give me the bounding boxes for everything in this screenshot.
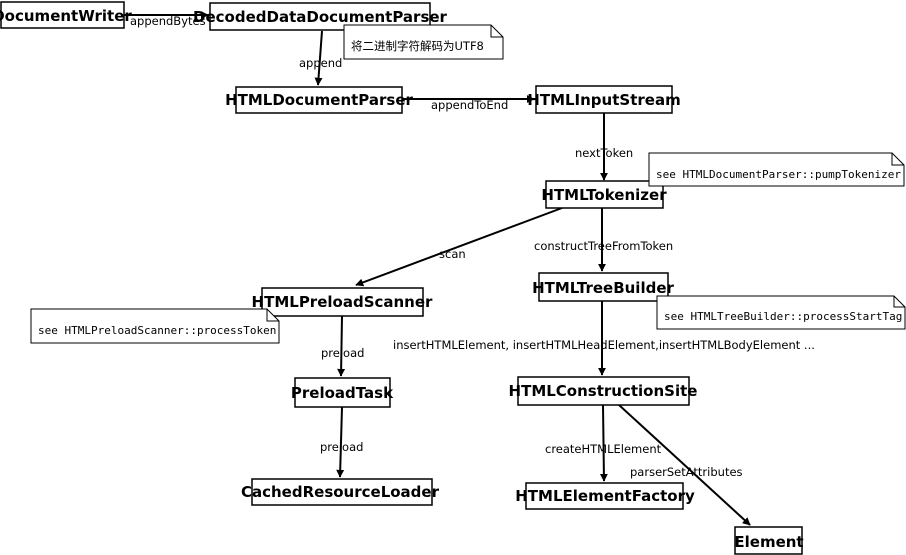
edge-parser-set-attributes: parserSetAttributes bbox=[618, 404, 751, 526]
node-html-preload-scanner: HTMLPreloadScanner bbox=[252, 287, 433, 317]
edge-append-to-end: appendToEnd bbox=[402, 95, 535, 112]
svg-text:DocumentWriter: DocumentWriter bbox=[0, 7, 132, 25]
node-html-input-stream: HTMLInputStream bbox=[527, 85, 681, 114]
node-cached-resource-loader: CachedResourceLoader bbox=[241, 478, 440, 506]
node-html-document-parser: HTMLDocumentParser bbox=[225, 86, 414, 114]
edge-label-create-html-element: createHTMLElement bbox=[545, 442, 662, 456]
edge-preload-1: preload bbox=[321, 315, 364, 377]
svg-text:CachedResourceLoader: CachedResourceLoader bbox=[241, 483, 440, 501]
note-pump-tokenizer: see HTMLDocumentParser::pumpTokenizer bbox=[648, 152, 905, 187]
svg-text:HTMLInputStream: HTMLInputStream bbox=[527, 91, 680, 109]
svg-text:HTMLDocumentParser: HTMLDocumentParser bbox=[225, 91, 413, 109]
edge-label-append-to-end: appendToEnd bbox=[431, 98, 508, 112]
svg-text:HTMLElementFactory: HTMLElementFactory bbox=[515, 487, 695, 505]
node-html-tree-builder: HTMLTreeBuilder bbox=[532, 272, 675, 302]
svg-text:HTMLTokenizer: HTMLTokenizer bbox=[541, 186, 667, 204]
note-decode-utf8: 将二进制字符解码为UTF8 bbox=[343, 24, 504, 60]
edge-label-insert-html-element: insertHTMLElement, insertHTMLHeadElement… bbox=[393, 338, 815, 352]
edge-label-scan: scan bbox=[439, 247, 466, 261]
svg-text:HTMLTreeBuilder: HTMLTreeBuilder bbox=[532, 279, 674, 297]
note-process-start-tag: see HTMLTreeBuilder::processStartTag bbox=[656, 295, 906, 330]
edge-label-preload-2: preload bbox=[320, 440, 363, 454]
edge-append: append bbox=[299, 30, 342, 86]
svg-text:DecodedDataDocumentParser: DecodedDataDocumentParser bbox=[193, 8, 448, 26]
edge-construct-tree-from-token: constructTreeFromToken bbox=[534, 208, 673, 272]
svg-text:see HTMLDocumentParser::pumpTo: see HTMLDocumentParser::pumpTokenizer bbox=[656, 168, 901, 181]
edge-label-append: append bbox=[299, 56, 342, 70]
node-document-writer: DocumentWriter bbox=[0, 1, 132, 29]
note-process-token: see HTMLPreloadScanner::processToken bbox=[30, 308, 280, 344]
node-html-tokenizer: HTMLTokenizer bbox=[541, 180, 667, 209]
edge-label-next-token: nextToken bbox=[575, 146, 633, 160]
node-html-construction-site: HTMLConstructionSite bbox=[509, 376, 698, 406]
edge-preload-2: preload bbox=[320, 406, 363, 478]
edge-append-bytes: appendBytes bbox=[124, 11, 209, 28]
svg-text:将二进制字符解码为UTF8: 将二进制字符解码为UTF8 bbox=[351, 39, 484, 53]
edge-label-append-bytes: appendBytes bbox=[130, 14, 206, 28]
edge-label-parser-set-attributes: parserSetAttributes bbox=[630, 465, 743, 479]
edge-insert-html-element: insertHTMLElement, insertHTMLHeadElement… bbox=[393, 301, 815, 376]
edge-label-preload-1: preload bbox=[321, 346, 364, 360]
edge-next-token: nextToken bbox=[575, 113, 633, 181]
node-element: Element bbox=[734, 526, 804, 555]
edge-create-html-element: createHTMLElement bbox=[545, 404, 662, 482]
svg-text:PreloadTask: PreloadTask bbox=[291, 384, 394, 402]
svg-text:HTMLPreloadScanner: HTMLPreloadScanner bbox=[252, 293, 433, 311]
svg-text:see HTMLTreeBuilder::processSt: see HTMLTreeBuilder::processStartTag bbox=[664, 310, 902, 323]
node-preload-task: PreloadTask bbox=[291, 377, 394, 408]
svg-text:see HTMLPreloadScanner::proces: see HTMLPreloadScanner::processToken bbox=[38, 324, 276, 337]
svg-text:HTMLConstructionSite: HTMLConstructionSite bbox=[509, 382, 698, 400]
node-html-element-factory: HTMLElementFactory bbox=[515, 482, 695, 510]
edge-label-construct-tree-from-token: constructTreeFromToken bbox=[534, 239, 673, 253]
edge-scan: scan bbox=[355, 207, 563, 287]
svg-text:Element: Element bbox=[734, 533, 803, 551]
